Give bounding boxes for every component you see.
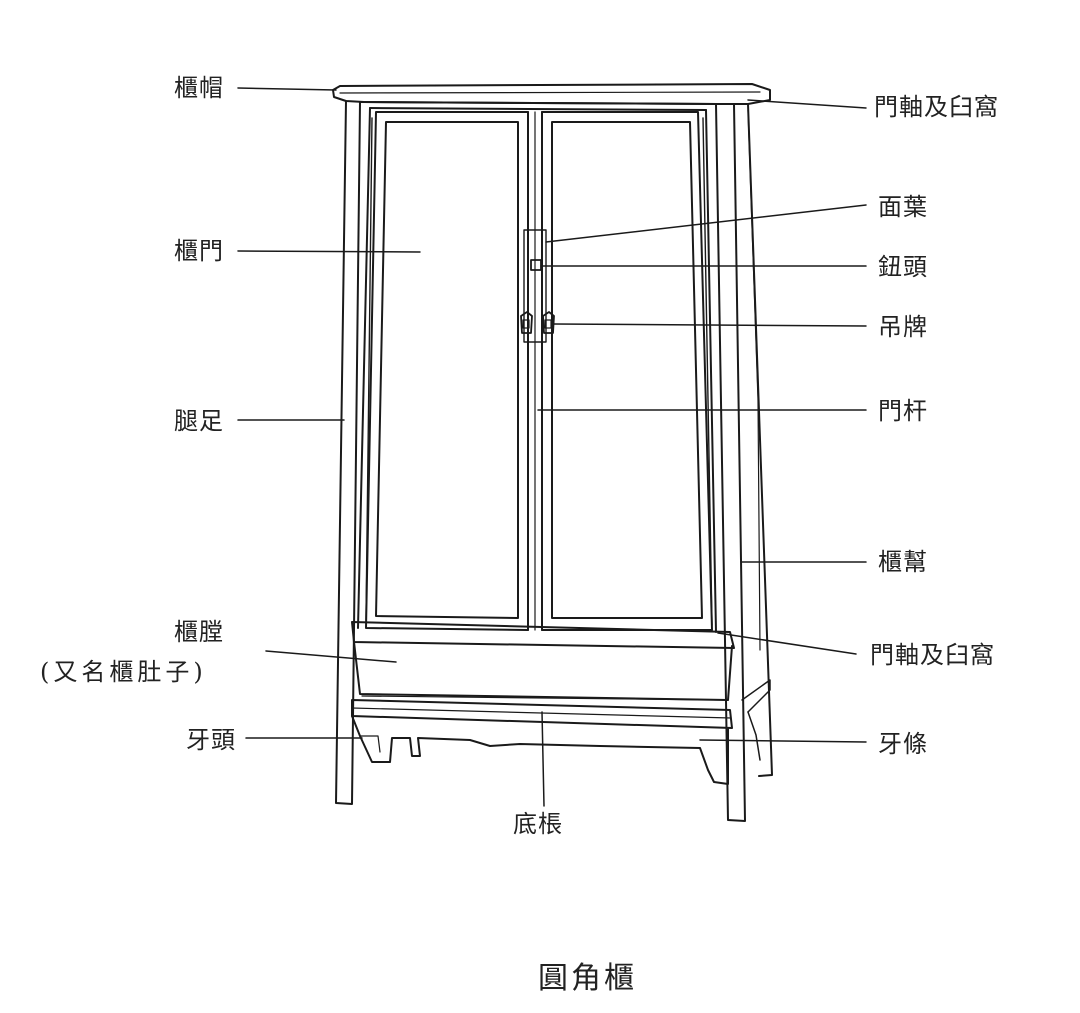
label-gui-bang: 櫃幫 (878, 548, 928, 576)
label-gui-tang-alias: (又名櫃肚子) (40, 658, 207, 686)
apron (351, 715, 729, 785)
label-tui-zu: 腿足 (174, 407, 224, 435)
label-niu-tou: 鈕頭 (878, 253, 928, 281)
label-di-zhang: 底棖 (513, 810, 563, 838)
leader-lines (237, 87, 867, 807)
front-left-leg (335, 100, 361, 805)
label-diao-pai: 吊牌 (878, 313, 928, 341)
hanging-pulls (520, 311, 555, 334)
label-gui-mao: 櫃帽 (174, 74, 224, 102)
cabinet-belly (351, 621, 735, 701)
label-ya-tiao: 牙條 (878, 730, 928, 758)
cabinet-top-cap (332, 83, 771, 105)
face-plate (523, 229, 547, 343)
label-ya-tou: 牙頭 (186, 726, 236, 754)
left-door (365, 111, 529, 631)
label-men-zhou-top: 門軸及臼窩 (874, 93, 999, 121)
label-men-zhou-bottom: 門軸及臼窩 (870, 641, 995, 669)
label-gui-men: 櫃門 (174, 237, 224, 265)
door-stile (527, 111, 543, 631)
label-men-gan: 門杆 (878, 397, 928, 425)
label-mian-ye: 面葉 (878, 193, 928, 221)
diagram-caption: 圓角櫃 (538, 961, 637, 996)
knob (530, 259, 542, 271)
side-panel (733, 103, 773, 777)
front-right-leg (715, 103, 746, 822)
label-gui-tang: 櫃膛 (174, 618, 224, 646)
door-frame (357, 101, 717, 633)
right-door (541, 111, 713, 631)
